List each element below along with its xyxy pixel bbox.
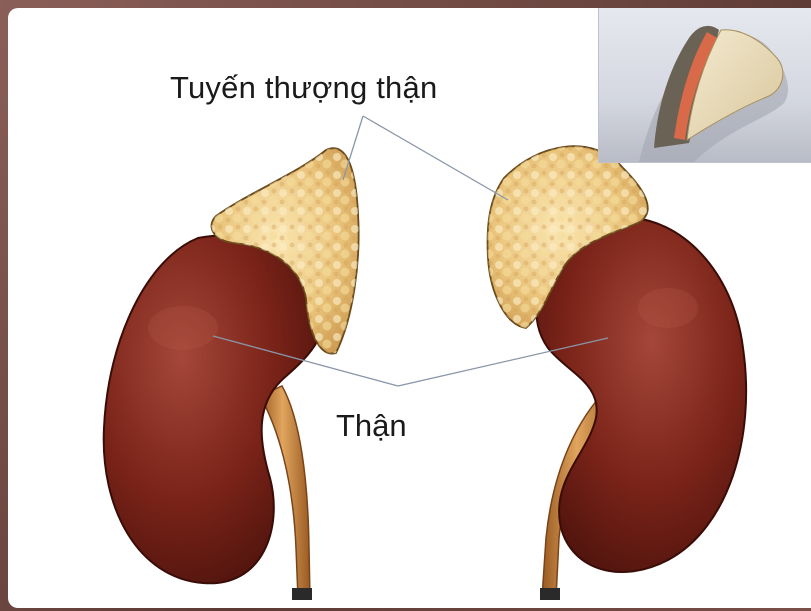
- adrenal-cross-section-image: [599, 8, 811, 162]
- adrenal-cross-section-inset: [598, 8, 811, 163]
- kidney-label: Thận: [336, 408, 407, 444]
- right-kidney: [536, 218, 746, 572]
- right-ureter-cut: [540, 588, 560, 600]
- adrenal-gland-label: Tuyến thượng thận: [170, 70, 437, 106]
- left-ureter-cut: [292, 588, 312, 600]
